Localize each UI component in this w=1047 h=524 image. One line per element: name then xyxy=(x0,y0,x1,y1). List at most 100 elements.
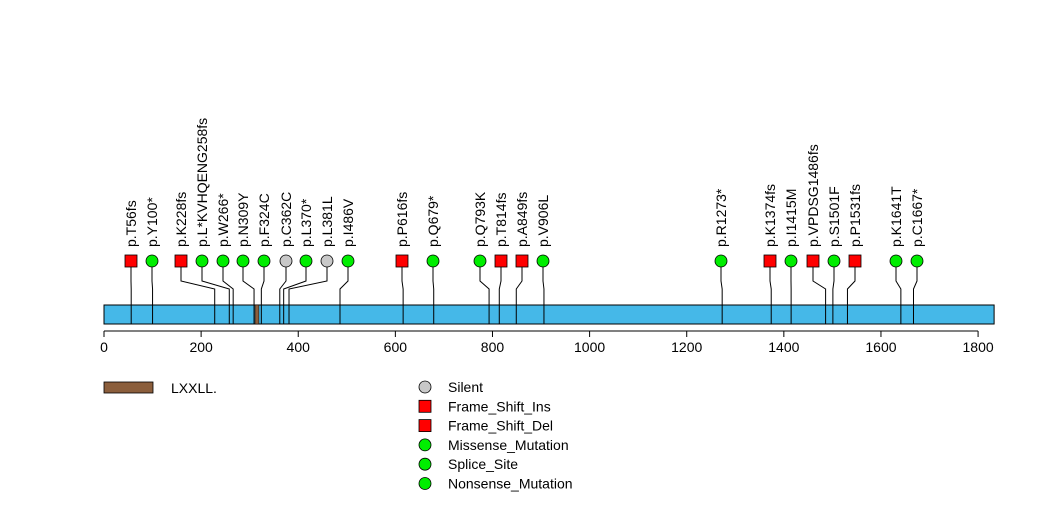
x-tick-label: 400 xyxy=(287,339,311,355)
mutation-label: p.S1501F xyxy=(826,186,842,247)
x-tick-label: 1600 xyxy=(865,339,896,355)
mutation-stem xyxy=(432,261,435,324)
mutation-head-circle xyxy=(827,254,841,268)
mutation-label: p.T56fs xyxy=(123,200,139,247)
mutation-label: p.Q679* xyxy=(425,195,441,247)
mutation-label: p.A849fs xyxy=(514,192,530,247)
mutation-head-circle xyxy=(910,254,924,268)
mutation-head-circle xyxy=(426,254,440,268)
mutation-label: p.T814fs xyxy=(493,193,509,247)
mutation-stem xyxy=(201,261,230,324)
mutation-head-square xyxy=(395,254,409,268)
mutation-head-circle xyxy=(145,254,159,268)
mutation-label: p.N309Y xyxy=(235,192,251,247)
legend-square-icon xyxy=(418,399,432,413)
mutation-stem xyxy=(222,261,234,324)
mutation-head-circle xyxy=(216,254,230,268)
x-tick-label: 800 xyxy=(481,339,505,355)
mutation-head-square xyxy=(494,254,508,268)
mutation-head-square xyxy=(806,254,820,268)
legend-domain-label: LXXLL. xyxy=(171,380,217,396)
mutation-stem xyxy=(846,261,856,324)
mutation-head-circle xyxy=(299,254,313,268)
mutation-stem xyxy=(401,261,404,324)
domain-lxxll xyxy=(254,304,260,325)
mutation-stem xyxy=(288,261,328,324)
mutation-stem xyxy=(180,261,216,324)
mutation-head-circle xyxy=(195,254,209,268)
mutation-stem xyxy=(542,261,545,324)
mutation-label: p.K1374fs xyxy=(762,184,778,247)
mutation-stem xyxy=(769,261,772,324)
mutation-head-circle xyxy=(784,254,798,268)
mutation-label: p.Y100* xyxy=(144,197,160,247)
mutation-stem xyxy=(912,261,918,324)
mutation-label: p.I486V xyxy=(340,198,356,247)
mutation-head-circle xyxy=(279,254,293,268)
mutation-label: p.C1667* xyxy=(909,188,925,247)
mutation-stem xyxy=(895,261,902,324)
legend-square-icon xyxy=(418,419,432,433)
mutation-label: p.L*KVHQENG258fs xyxy=(194,118,210,247)
legend-label: Nonsense_Mutation xyxy=(448,476,573,492)
mutation-stem xyxy=(515,261,523,324)
protein-backbone xyxy=(103,304,995,325)
mutation-head-square xyxy=(763,254,777,268)
mutation-stem xyxy=(832,261,835,324)
x-tick-label: 1800 xyxy=(963,339,994,355)
mutation-stem xyxy=(242,261,255,324)
legend-label: Frame_Shift_Del xyxy=(448,418,553,434)
legend-circle-icon xyxy=(418,477,432,490)
x-tick-label: 200 xyxy=(189,339,213,355)
mutation-stem xyxy=(339,261,349,324)
legend-circle-icon xyxy=(418,457,432,471)
x-tick-label: 1000 xyxy=(574,339,605,355)
mutation-stem xyxy=(498,261,502,324)
legend-label: Silent xyxy=(448,379,483,395)
mutation-label: p.VPDSG1486fs xyxy=(805,144,821,247)
mutation-head-square xyxy=(124,254,138,268)
mutation-head-circle xyxy=(341,254,355,268)
mutation-label: p.R1273* xyxy=(713,188,729,247)
x-tick-label: 0 xyxy=(100,339,108,355)
mutation-label: p.I1415M xyxy=(783,189,799,247)
legend-label: Missense_Mutation xyxy=(448,437,569,453)
mutation-label: p.K1641T xyxy=(888,186,904,247)
mutation-stem xyxy=(812,261,827,324)
mutation-label: p.V906L xyxy=(535,195,551,247)
legend-circle-icon xyxy=(418,380,432,394)
legend-domain-swatch xyxy=(103,381,154,394)
mutation-head-circle xyxy=(714,254,728,268)
mutation-stem xyxy=(260,261,265,324)
mutation-head-circle xyxy=(473,254,487,268)
mutation-label: p.K228fs xyxy=(173,192,189,247)
mutation-label: p.P616fs xyxy=(394,192,410,247)
mutation-head-circle xyxy=(320,254,334,268)
mutation-label: p.F324C xyxy=(256,193,272,247)
mutation-head-circle xyxy=(236,254,250,268)
x-tick-label: 1400 xyxy=(768,339,799,355)
mutation-label: p.L370* xyxy=(298,198,314,247)
mutation-label: p.W266* xyxy=(215,193,231,247)
legend-label: Splice_Site xyxy=(448,456,518,472)
mutation-stem xyxy=(283,261,307,324)
mutation-label: p.L381L xyxy=(319,196,335,247)
mutation-head-circle xyxy=(889,254,903,268)
mutation-stem xyxy=(479,261,490,324)
mutation-head-circle xyxy=(536,254,550,268)
legend-circle-icon xyxy=(418,438,432,452)
mutation-stem xyxy=(151,261,154,324)
mutation-stem xyxy=(279,261,287,324)
mutation-label: p.C362C xyxy=(278,192,294,247)
mutation-head-square xyxy=(174,254,188,268)
x-tick-label: 600 xyxy=(384,339,408,355)
mutation-head-square xyxy=(848,254,862,268)
mutation-head-circle xyxy=(257,254,271,268)
x-tick-label: 1200 xyxy=(671,339,702,355)
mutation-label: p.Q793K xyxy=(472,191,488,247)
legend-label: Frame_Shift_Ins xyxy=(448,398,551,414)
mutation-stem xyxy=(720,261,723,324)
mutation-label: p.P1531fs xyxy=(847,184,863,247)
